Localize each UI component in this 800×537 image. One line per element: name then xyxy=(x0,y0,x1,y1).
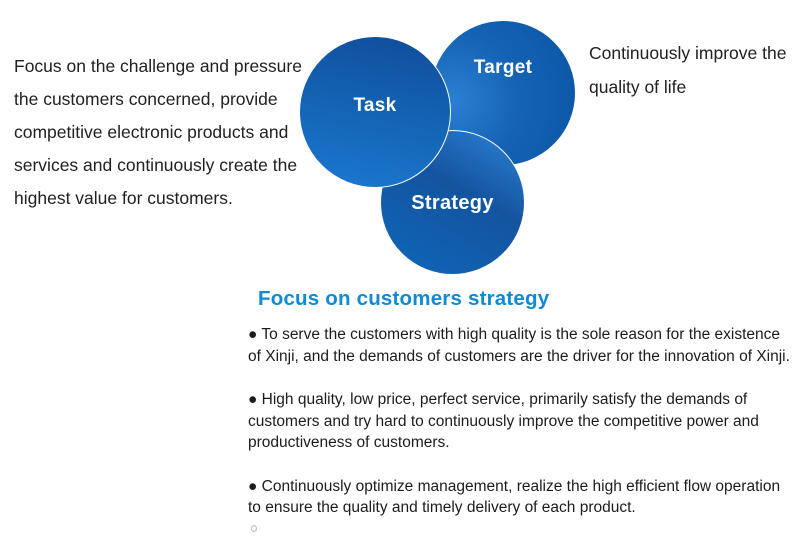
bullet-list: ● To serve the customers with high quali… xyxy=(248,324,792,537)
circle-task-label: Task xyxy=(353,95,397,116)
bullet-item-2: ● High quality, low price, perfect servi… xyxy=(248,391,759,451)
circle-target-label: Target xyxy=(473,57,533,78)
bullet-item-1: ● To serve the customers with high quali… xyxy=(248,326,790,365)
bullet-item-3: ● Continuously optimize management, real… xyxy=(248,477,781,517)
left-paragraph: Focus on the challenge and pressure the … xyxy=(14,56,302,208)
right-caption: Continuously improve the quality of life xyxy=(589,43,787,97)
circle-strategy-label: Strategy xyxy=(411,192,494,214)
stray-bullet-artifact xyxy=(251,525,257,532)
circle-task: Task xyxy=(299,36,451,188)
section-heading: Focus on customers strategy xyxy=(258,287,550,310)
